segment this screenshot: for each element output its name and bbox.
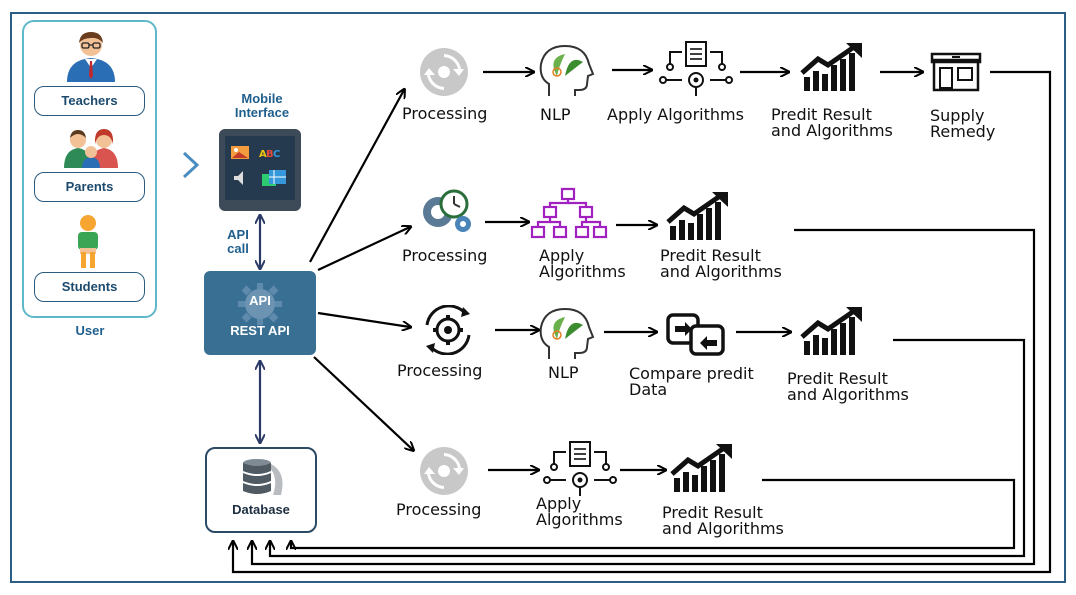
- database-box[interactable]: Database: [205, 447, 317, 533]
- api-row1-arrow: [309, 90, 404, 263]
- compare-data-icon: [666, 313, 725, 356]
- apply-algorithms-tree-icon: [530, 187, 608, 239]
- supply-remedy-store-icon: [930, 52, 982, 92]
- row1-apply-label: Apply Algorithms: [607, 105, 744, 124]
- row3-nlp-label: NLP: [548, 363, 579, 382]
- api-row2-arrow: [317, 227, 410, 271]
- parents-icon: [64, 129, 118, 168]
- api-row4-arrow: [313, 356, 413, 450]
- row4-processing-label: Processing: [396, 500, 482, 519]
- processing-icon: [420, 48, 468, 96]
- row4-return-line: [291, 478, 1016, 548]
- processing-icon: [420, 447, 468, 495]
- row1-return-line: [233, 70, 1052, 574]
- processing-gears-clock-icon: [423, 189, 471, 232]
- apply-algorithms-icon: [543, 441, 617, 496]
- api-call-label: API call: [227, 227, 249, 256]
- rest-api-box[interactable]: API REST API: [204, 271, 316, 355]
- chevron-right-icon: [182, 151, 200, 179]
- mobile-title: Mobile Interface: [234, 91, 290, 120]
- row3-processing-label: Processing: [397, 361, 483, 380]
- apply-algorithms-icon: [659, 41, 733, 96]
- predit-chart-icon: [800, 43, 862, 91]
- api-gear-icon: [238, 283, 282, 325]
- user-caption: User: [75, 323, 105, 338]
- students-pill[interactable]: Students: [34, 272, 145, 302]
- svg-text:B: B: [266, 149, 274, 160]
- predit-chart-icon: [670, 444, 732, 492]
- svg-text:A: A: [259, 149, 267, 160]
- api-badge: API: [249, 293, 271, 308]
- mobile-tablet-icon[interactable]: A B C: [219, 129, 301, 211]
- predit-chart-icon: [800, 307, 862, 355]
- database-label: Database: [232, 502, 290, 517]
- api-row3-arrow: [317, 311, 410, 327]
- row2-processing-label: Processing: [402, 246, 488, 265]
- nlp-brain-icon: [539, 307, 595, 359]
- app-tiles-icon: A B C: [231, 146, 286, 186]
- row3-return-line: [270, 338, 1026, 558]
- rest-api-label: REST API: [230, 323, 290, 338]
- user-panel: Teachers Parents Students: [22, 20, 157, 318]
- predit-chart-icon: [666, 192, 728, 240]
- row2-return-line: [252, 228, 1036, 566]
- row1-nlp-label: NLP: [540, 105, 571, 124]
- row1-processing-label: Processing: [402, 104, 488, 123]
- nlp-brain-icon: [539, 44, 595, 96]
- svg-text:C: C: [273, 149, 280, 160]
- parents-pill[interactable]: Parents: [34, 172, 145, 202]
- diagram-frame: [10, 12, 1066, 583]
- database-icon: [243, 459, 283, 495]
- processing-gear-cycle-icon: [425, 305, 471, 355]
- teacher-icon: [67, 32, 115, 82]
- teachers-pill[interactable]: Teachers: [34, 86, 145, 116]
- student-icon: [78, 215, 98, 268]
